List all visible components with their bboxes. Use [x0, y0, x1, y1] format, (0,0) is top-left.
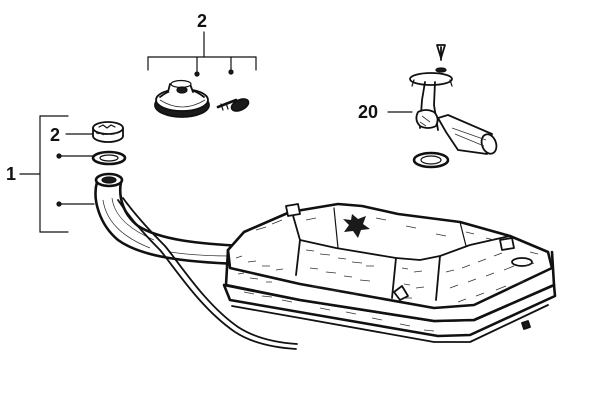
bracket-cap-set	[147, 31, 257, 77]
sender-unit-gasket	[412, 151, 450, 169]
fuel-tank-body	[222, 202, 557, 343]
filler-neck-pipe	[94, 172, 246, 266]
breather-hose	[117, 197, 298, 350]
bracket-filler-assembly	[19, 115, 95, 233]
callout-label-cap-set: 2	[197, 11, 207, 31]
filler-cap-small	[92, 121, 124, 143]
callout-label-sender-unit: 20	[358, 102, 378, 122]
sender-unit	[409, 44, 498, 155]
callout-label-filler-cap: 2	[50, 125, 60, 145]
callout-label-filler-assembly: 1	[6, 164, 16, 184]
filler-cap-washer	[91, 150, 127, 166]
locking-filler-cap	[154, 79, 210, 118]
cap-key-icon	[216, 98, 250, 112]
